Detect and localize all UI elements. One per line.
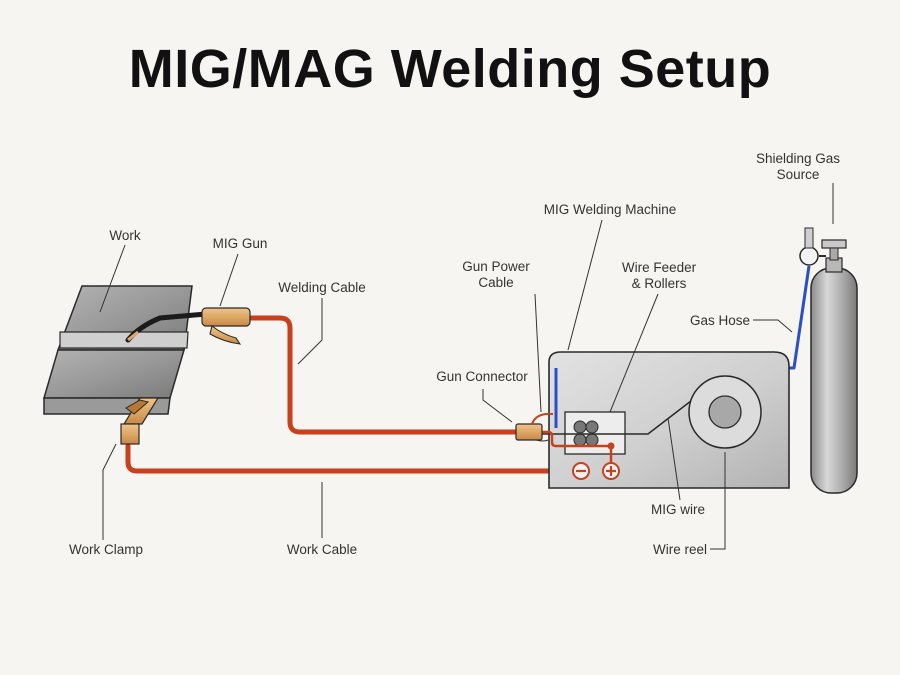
- label-wire-reel: Wire reel: [653, 542, 707, 557]
- pressure-gauge: [799, 246, 819, 266]
- welding-cable: [245, 315, 523, 435]
- gas-cylinder: [799, 227, 858, 494]
- labels: Work MIG Gun Welding Cable Gun Power Cab…: [69, 151, 840, 557]
- label-work-clamp: Work Clamp: [69, 542, 143, 557]
- label-work-cable: Work Cable: [287, 542, 357, 557]
- mig-gun: [125, 307, 251, 345]
- feed-rollers-icon: [573, 420, 599, 447]
- mig-welding-machine: [540, 351, 790, 489]
- label-gun-power-cable-1: Gun Power: [462, 259, 530, 274]
- label-work: Work: [109, 228, 141, 243]
- label-welding-cable: Welding Cable: [278, 280, 366, 295]
- label-gas-hose: Gas Hose: [690, 313, 750, 328]
- negative-terminal: [572, 462, 590, 480]
- label-shielding-gas-1: Shielding Gas: [756, 151, 840, 166]
- work-piece: [43, 285, 193, 415]
- label-mig-welding-machine: MIG Welding Machine: [544, 202, 677, 217]
- positive-terminal: [602, 462, 620, 480]
- label-wire-feeder-2: & Rollers: [632, 276, 687, 291]
- label-shielding-gas-2: Source: [777, 167, 820, 182]
- work-clamp: [120, 397, 160, 445]
- leader-lines: [99, 183, 834, 550]
- gun-connector: [515, 413, 553, 442]
- label-mig-wire: MIG wire: [651, 502, 705, 517]
- label-wire-feeder-1: Wire Feeder: [622, 260, 697, 275]
- wire-feeder-box: [564, 411, 626, 455]
- label-gun-connector: Gun Connector: [436, 369, 528, 384]
- work-cable: [125, 443, 577, 474]
- label-gun-power-cable-2: Cable: [478, 275, 513, 290]
- label-mig-gun: MIG Gun: [213, 236, 268, 251]
- page-title: MIG/MAG Welding Setup: [128, 39, 772, 99]
